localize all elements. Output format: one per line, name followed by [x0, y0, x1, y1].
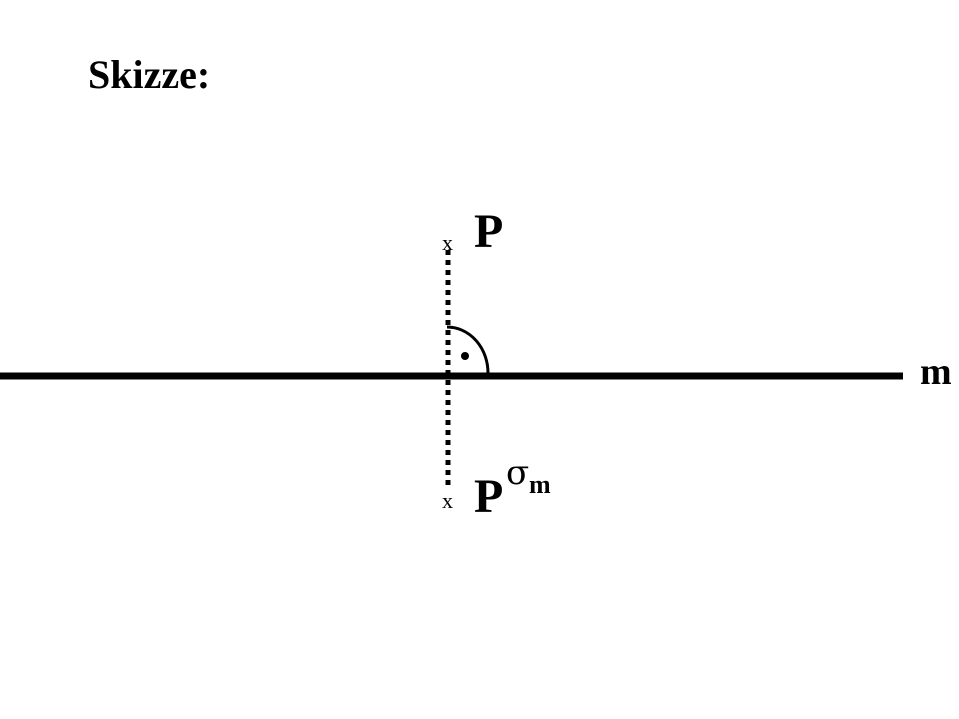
right-angle-arc [446, 325, 490, 375]
point-p-label: P [474, 205, 503, 258]
point-p-marker: x [442, 230, 453, 255]
sigma-superscript: σ [506, 453, 529, 493]
mirror-line-label: m [920, 351, 952, 393]
image-point-label: P [474, 470, 503, 523]
right-angle-dot [461, 352, 469, 360]
sketch-heading: Skizze: [88, 52, 210, 97]
sigma-subscript-m: m [529, 470, 551, 499]
image-point-marker: x [442, 488, 453, 513]
